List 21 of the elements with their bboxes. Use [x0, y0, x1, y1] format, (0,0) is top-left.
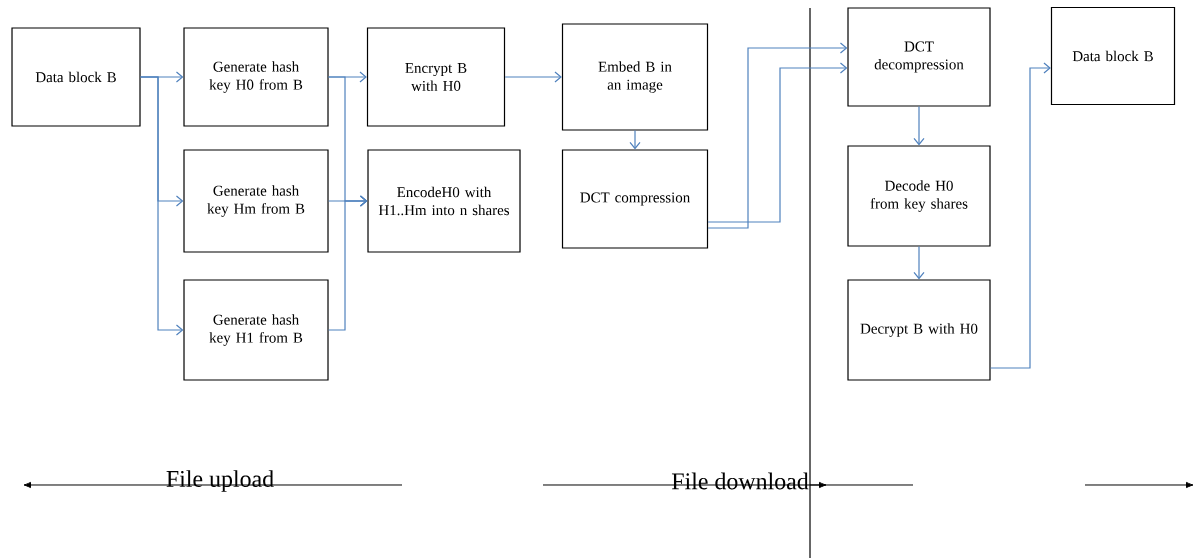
arrow — [913, 246, 925, 280]
process-box: Generate hash key Hm from B — [183, 149, 329, 253]
process-box: DCT compression — [561, 149, 709, 249]
process-box: Generate hash key H0 from B — [183, 27, 329, 127]
arrow — [328, 195, 368, 331]
process-box: Data block B — [11, 27, 141, 127]
arrow — [629, 130, 641, 150]
process-box: EncodeH0 with H1..Hm into n shares — [367, 149, 521, 253]
section-label: File download — [671, 472, 809, 490]
process-box: Generate hash key H1 from B — [183, 279, 329, 381]
process-box: Encrypt B with H0 — [366, 27, 506, 127]
arrow — [913, 106, 925, 146]
arrow — [990, 62, 1051, 369]
arrow — [504, 71, 562, 83]
process-box: Decrypt B with H0 — [847, 279, 991, 381]
process-box: Embed B in an image — [561, 23, 709, 131]
section-label: File upload — [166, 470, 274, 492]
process-box: DCT decompression — [847, 7, 991, 107]
process-box: Decode H0 from key shares — [847, 145, 991, 247]
arrow — [140, 76, 184, 336]
process-box: Data block B — [1050, 6, 1176, 106]
